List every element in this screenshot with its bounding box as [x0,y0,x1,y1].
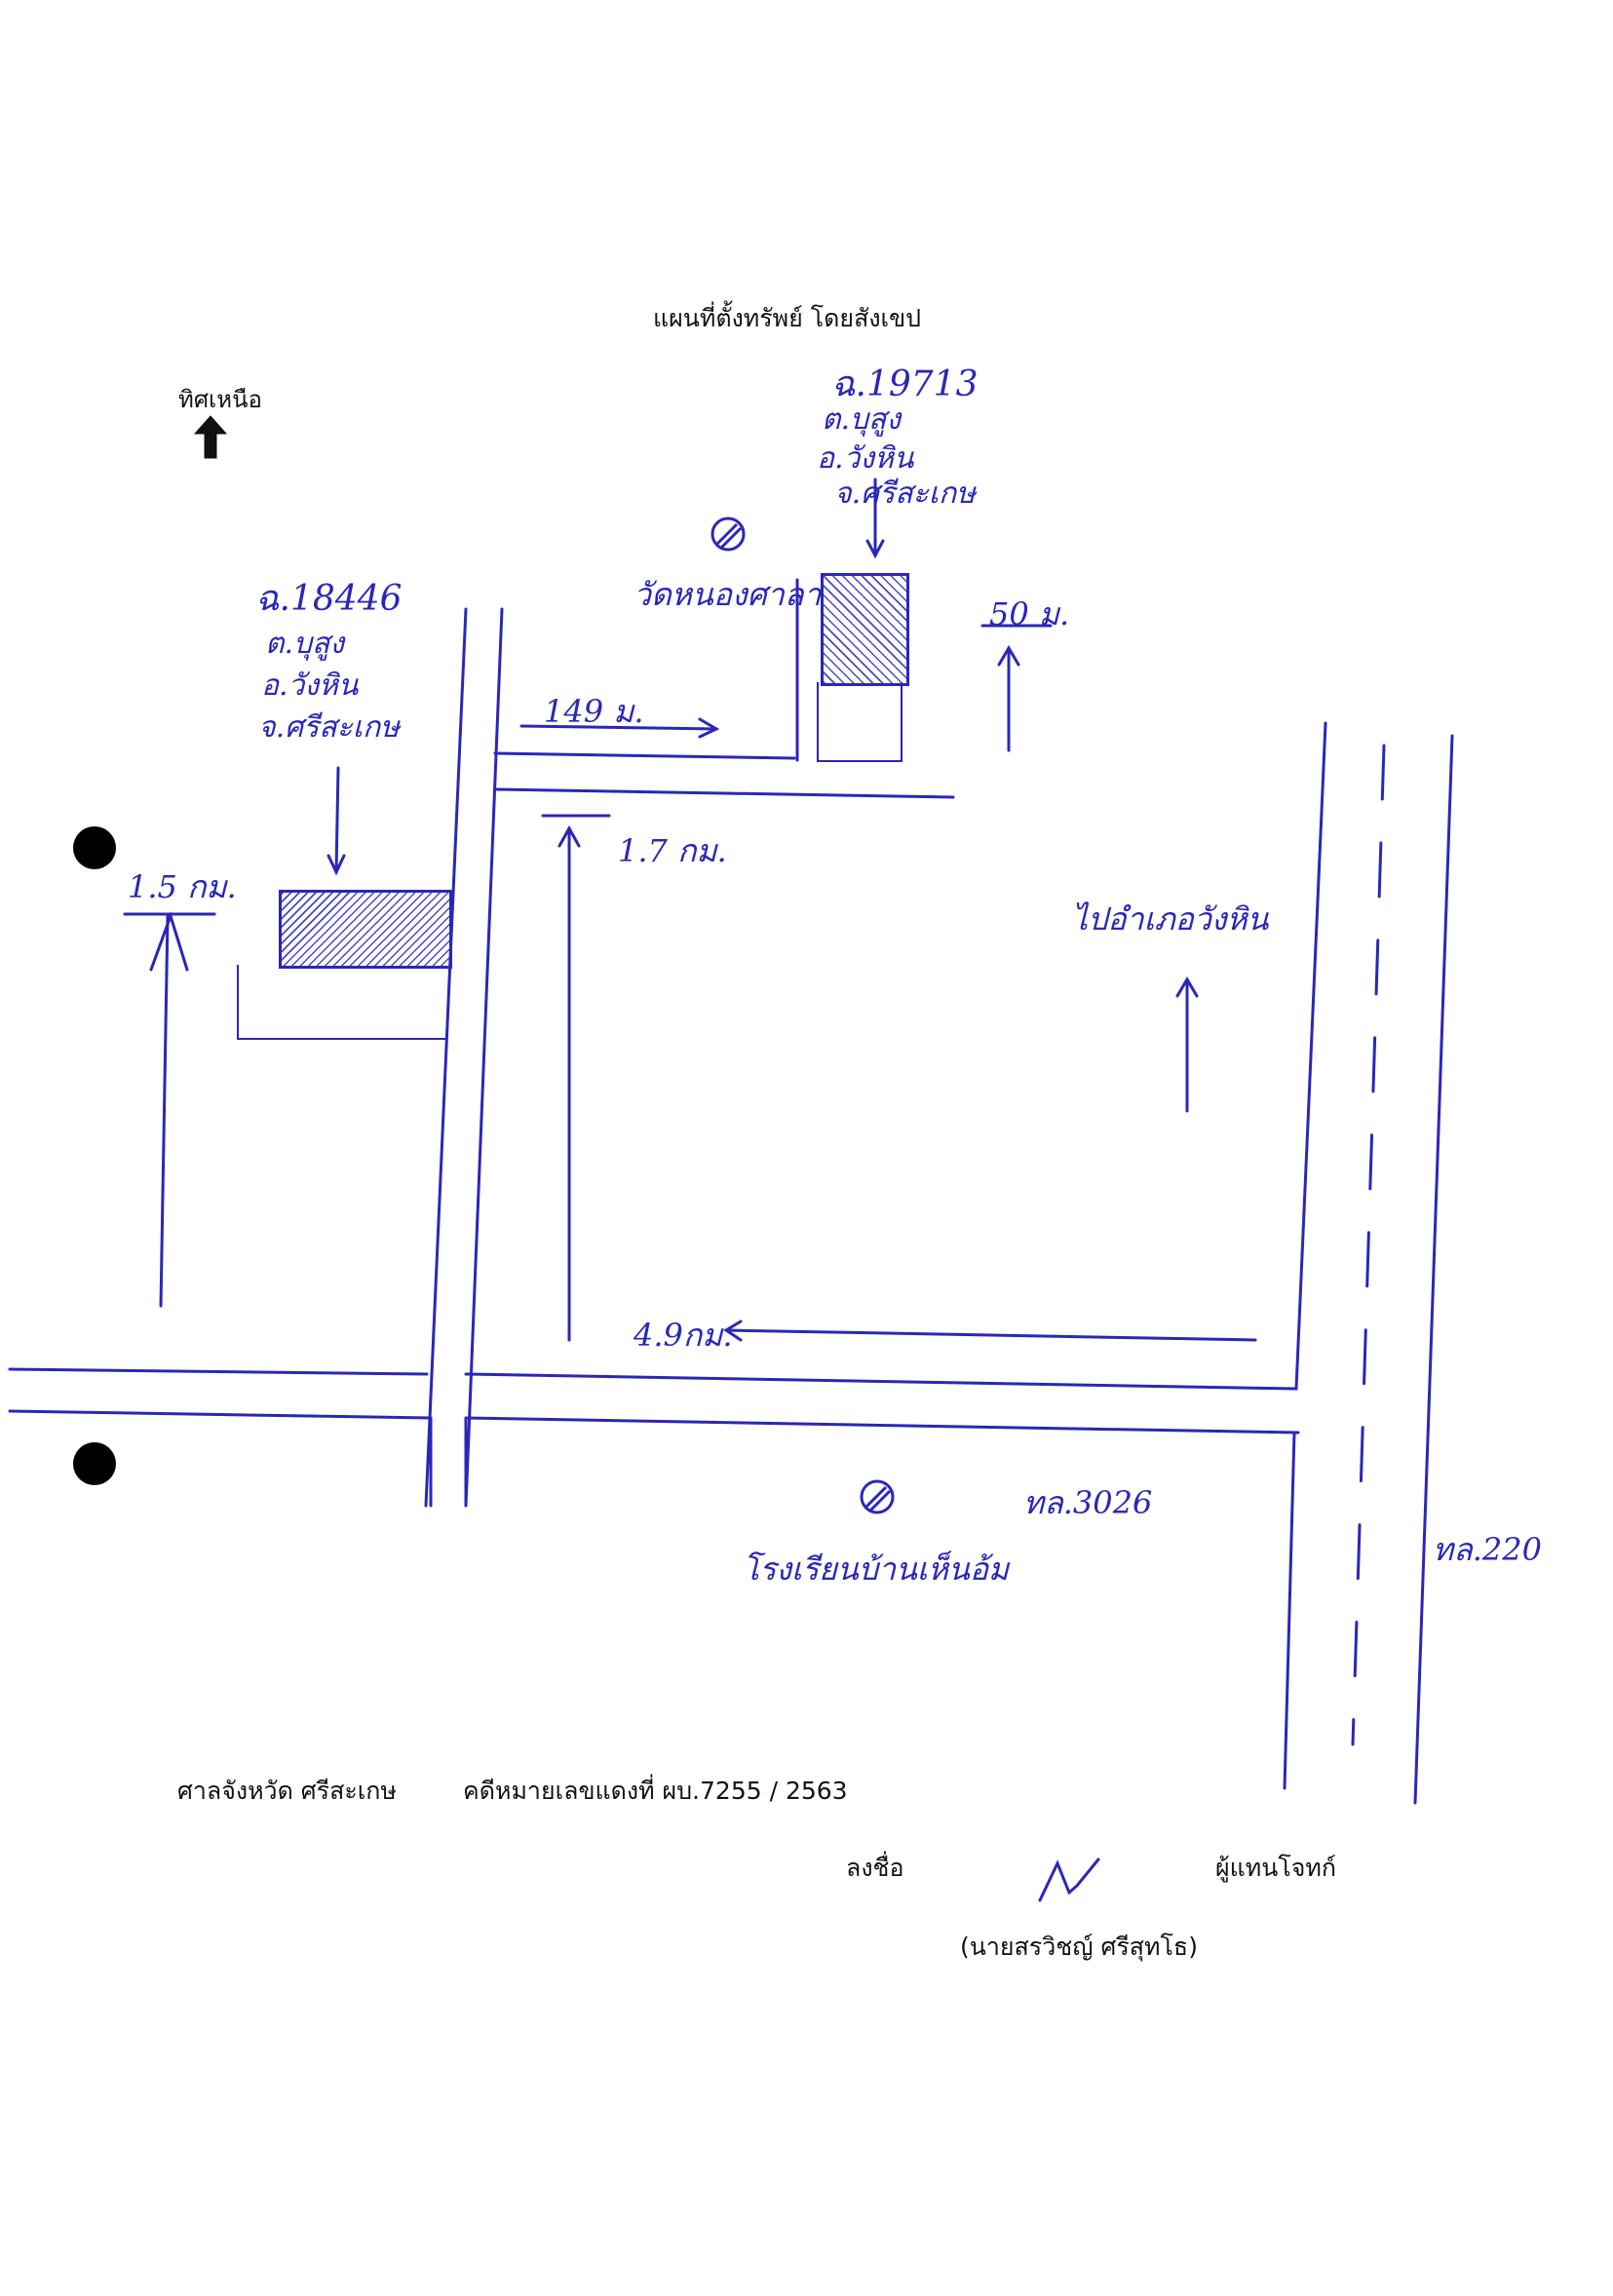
road-left-edge-east [464,607,504,1508]
distance-50m: 50 ม. [989,595,1070,632]
direction-label: ไปอำเภอวังหิน [1072,900,1269,938]
parcel-18446-province: จ.ศรีสะเกษ [258,710,400,745]
distance-1-5km: 1.5 กม. [128,868,237,905]
north-label: ทิศเหนือ [178,386,262,413]
parcel-19713-district: อ.วังหิน [817,441,914,476]
court-name: ศาลจังหวัด ศรีสะเกษ [177,1777,397,1805]
case-number: คดีหมายเลขแดงที่ ผบ.7255 / 2563 [463,1777,848,1805]
parcel-18446-deed: ฉ.18446 [255,579,403,619]
distance-149m: 149 ม. [544,693,644,730]
punch-hole-bottom [73,1442,116,1485]
temple-symbol [710,517,746,552]
hwy-west-edge [1294,721,1327,1391]
road-left-edge-west [424,607,468,1508]
parcel-18446-district: อ.วังหิน [261,669,359,703]
map-title: แผนที่ตั้งทรัพย์ โดยสังเขป [653,304,922,332]
north-arrow-icon [193,415,228,459]
parcel-18446-lower [237,965,447,1040]
road-3026-label: ทล.3026 [1023,1484,1153,1521]
hwy-east-edge [1413,734,1454,1805]
signature-mark [1038,1857,1100,1902]
temple-label: วัดหนองศาลา [634,576,822,613]
parcel-19713-block [821,573,909,686]
distance-1-7km: 1.7 กม. [618,832,727,869]
parcel-19713-lower [817,682,903,762]
distance-4-9km: 4.9กม. [634,1317,733,1354]
road-south-edge [495,787,955,799]
sign-label: ลงชื่อ [846,1854,904,1882]
road-north-edge [493,751,796,760]
school-label: โรงเรียนบ้านเห็นอ้ม [743,1550,1010,1588]
highway-220-label: ทล.220 [1433,1531,1542,1568]
parcel-19713-subdistrict: ต.บุสูง [822,402,902,437]
parcel-18446-subdistrict: ต.บุสูง [265,627,345,661]
hwy-centerline [1351,744,1386,1746]
parcel-19713-province: จ.ศรีสะเกษ [834,477,976,511]
signer-role: ผู้แทนโจทก์ [1215,1854,1337,1882]
school-symbol [860,1479,895,1514]
parcel-18446-block [279,890,452,969]
parcel-19713-deed: ฉ.19713 [831,364,979,404]
punch-hole-top [73,826,116,869]
signer-name: (นายสรวิชญ์ ศรีสุทโธ) [960,1932,1198,1961]
